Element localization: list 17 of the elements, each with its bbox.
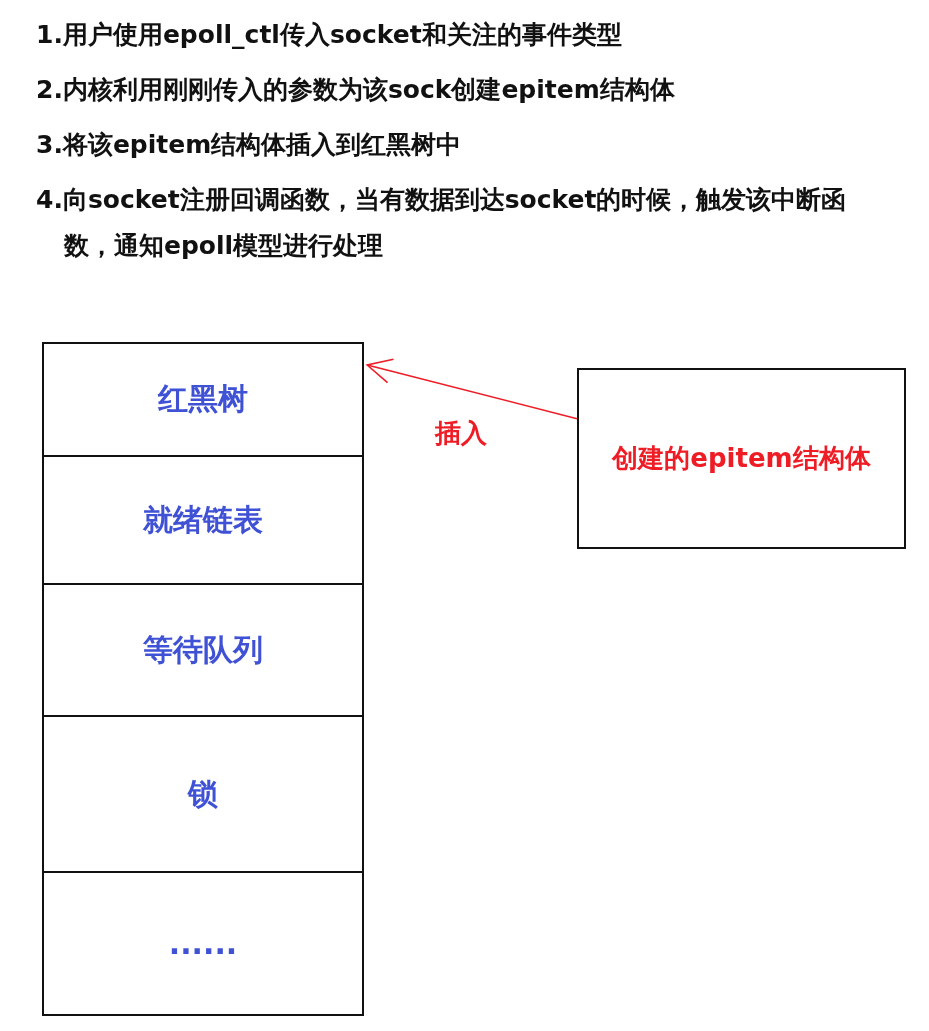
box-label: 等待队列 xyxy=(143,630,263,669)
box-label: 就绪链表 xyxy=(143,500,263,539)
structure-box xyxy=(577,368,906,549)
box-label: ...... xyxy=(168,926,238,961)
structure-box xyxy=(42,583,364,717)
structure-box xyxy=(42,455,364,585)
step-text: 2.内核利用刚刚传入的参数为该sock创建epitem结构体 xyxy=(36,74,676,106)
box-label: 红黑树 xyxy=(158,380,248,418)
step-text: 1.用户使用epoll_ctl传入socket和关注的事件类型 xyxy=(36,19,623,51)
box-label: 创建的epitem结构体 xyxy=(612,442,871,475)
structure-box xyxy=(42,715,364,873)
arrow xyxy=(365,358,578,420)
box-label: 锁 xyxy=(188,774,218,813)
step-text: 3.将该epitem结构体插入到红黑树中 xyxy=(36,129,463,161)
structure-box xyxy=(42,342,364,457)
structure-box xyxy=(42,871,364,1016)
step-text: 4.向socket注册回调函数，当有数据到达socket的时候，触发该中断函数，通知epoll模型进行处理 xyxy=(36,184,848,262)
